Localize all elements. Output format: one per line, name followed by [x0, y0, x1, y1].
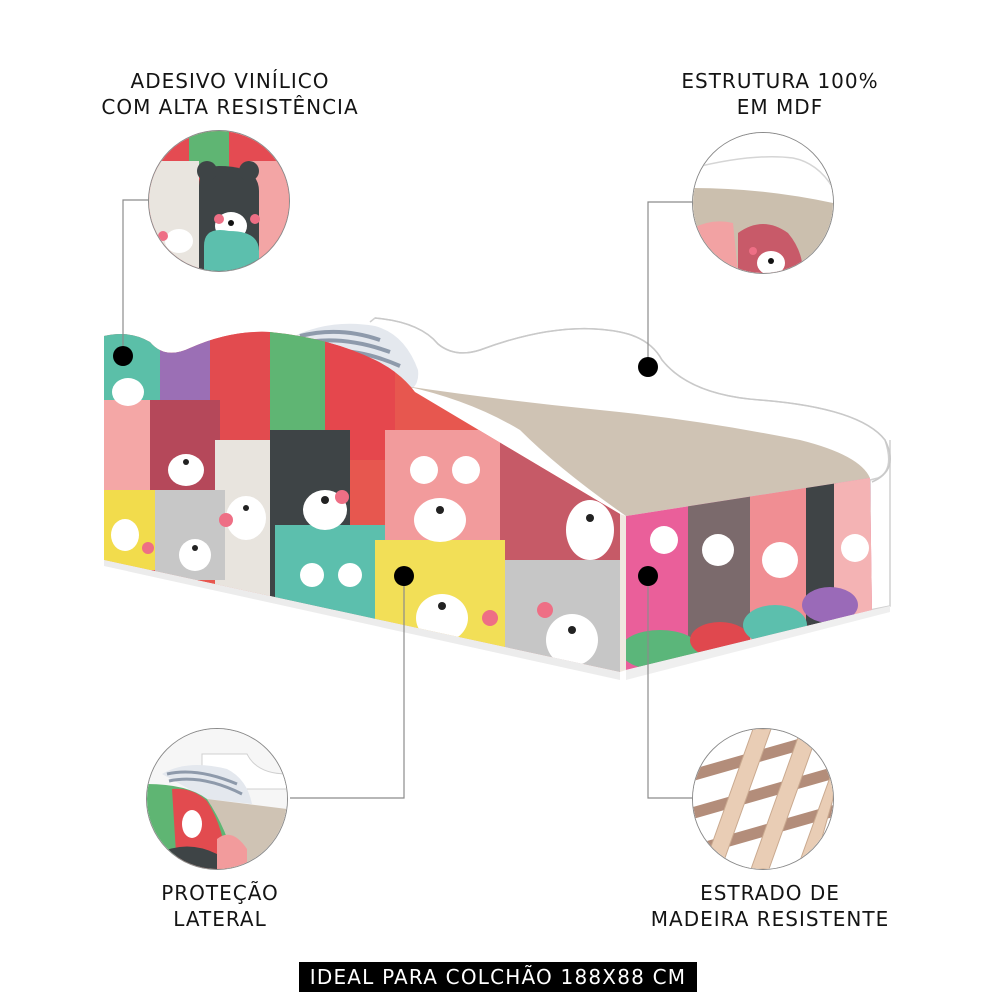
callout-line: COM ALTA RESISTÊNCIA [101, 95, 359, 119]
callout-line: LATERAL [173, 907, 267, 931]
callout-label-side-guard: PROTEÇÃO LATERAL [130, 880, 310, 932]
side-panel-print [104, 331, 620, 672]
mattress [405, 386, 870, 516]
callout-dot-side-guard [394, 566, 414, 586]
side-guard-closeup-image [146, 728, 288, 870]
mdf-structure-closeup-image [692, 132, 834, 274]
callout-line: MADEIRA RESISTENTE [650, 907, 890, 931]
callout-label-sticker: ADESIVO VINÍLICO COM ALTA RESISTÊNCIA [80, 68, 380, 120]
callout-line: ESTRADO DE [700, 881, 840, 905]
callout-dot-slats [638, 566, 658, 586]
callout-dot-mdf [638, 357, 658, 377]
callout-line: EM MDF [736, 95, 824, 119]
callout-label-mdf: ESTRUTURA 100% EM MDF [660, 68, 900, 120]
leader-lines [122, 199, 692, 799]
callout-line: PROTEÇÃO [161, 881, 279, 905]
callout-dot-sticker [113, 346, 133, 366]
callout-line: ADESIVO VINÍLICO [130, 69, 330, 93]
callout-line: ESTRUTURA 100% [681, 69, 879, 93]
mattress-size-banner: IDEAL PARA COLCHÃO 188X88 CM [299, 962, 697, 992]
wooden-slats-closeup-image [692, 728, 834, 870]
sticker-closeup-image [148, 130, 290, 272]
callout-label-slats: ESTRADO DE MADEIRA RESISTENTE [640, 880, 900, 932]
